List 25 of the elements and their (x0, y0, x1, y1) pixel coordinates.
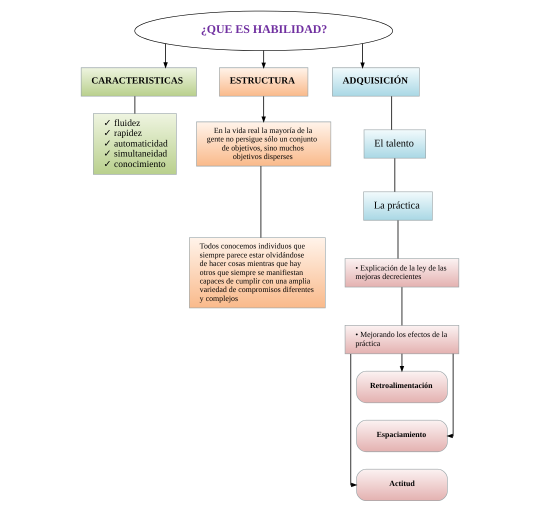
node-box: ESTRUCTURA (219, 67, 308, 97)
arrow (400, 353, 404, 372)
node-box: • Explicación de la ley de las mejoras decrecientes (344, 258, 460, 288)
node-box: La práctica (363, 191, 433, 221)
node-box: El talento (364, 129, 426, 159)
connector (394, 158, 396, 192)
connector (134, 96, 136, 114)
connector (260, 166, 262, 238)
node-box: Actitud (356, 468, 448, 502)
arrow (360, 43, 365, 69)
node-box: • Mejorando los efectos de la práctica (344, 325, 460, 354)
arrow (350, 354, 358, 488)
node-ellipse: ¿QUE ES HABILIDAD? (134, 10, 393, 51)
arrow (163, 43, 168, 69)
node-box: ✓ fluidez ✓ rapidez ✓ automaticidad ✓ simultaneidad ✓ conocimiento (93, 113, 177, 175)
arrow (261, 50, 266, 69)
node-box: Espaciamiento (356, 420, 448, 452)
arrow (261, 96, 266, 123)
node-box: ADQUISICIÓN (332, 67, 420, 97)
node-box: En la vida real la mayoría de la gente no persigue sólo un conjunto de objetivos, sino muchos objetivos disperses (196, 122, 332, 166)
connector (391, 96, 392, 130)
node-box: Todos conocemos individuos que siempre parece estar olvidándose de hacer cosas mientras que hay otros que siempre se manifiestan capaces de cumplir con una amplia variedad de compromisos diferentes y complejos (189, 237, 326, 308)
node-box: CARACTERISTICAS (80, 67, 197, 97)
arrow (446, 353, 454, 438)
node-box: Retroalimentación (356, 370, 448, 404)
